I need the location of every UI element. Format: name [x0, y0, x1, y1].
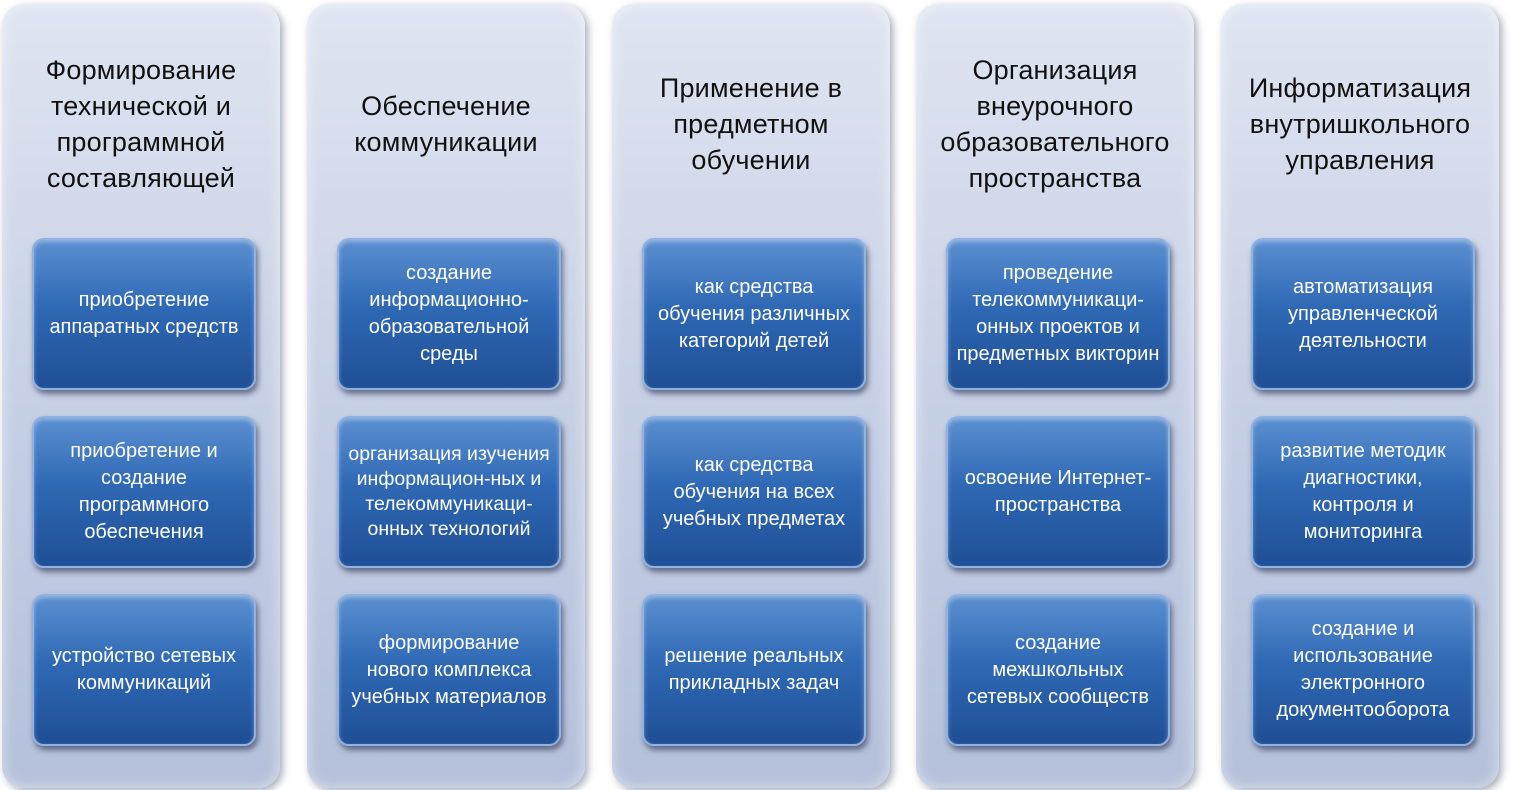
- column-title: Применение в предметном обучении: [659, 73, 843, 175]
- column-school-management: Информатизация внутришкольного управлени…: [1221, 4, 1499, 788]
- column-title: Организация внеурочного образовательного…: [940, 55, 1170, 193]
- column-technical: Формирование технической и программной с…: [2, 4, 280, 788]
- item-card: организация изучения информацион-ных и т…: [337, 416, 561, 568]
- column-title: Информатизация внутришкольного управлени…: [1248, 73, 1472, 175]
- item-card: проведение телекоммуникаци-онных проекто…: [946, 238, 1170, 390]
- column-title: Обеспечение коммуникации: [354, 91, 538, 157]
- item-card: автоматизация управленческой деятельност…: [1251, 238, 1475, 390]
- item-card: развитие методик диагностики, контроля и…: [1251, 416, 1475, 568]
- item-card: приобретение аппаратных средств: [32, 238, 256, 390]
- column-communication: Обеспечение коммуникации создание информ…: [307, 4, 585, 788]
- item-card: как средства обучения на всех учебных пр…: [642, 416, 866, 568]
- item-card: создание информационно-образовательной с…: [337, 238, 561, 390]
- item-card: решение реальных прикладных задач: [642, 594, 866, 746]
- item-card: формирование нового комплекса учебных ма…: [337, 594, 561, 746]
- item-card: освоение Интернет-пространства: [946, 416, 1170, 568]
- column-extracurricular: Организация внеурочного образовательного…: [916, 4, 1194, 788]
- item-card: создание межшкольных сетевых сообществ: [946, 594, 1170, 746]
- item-card: устройство сетевых коммуникаций: [32, 594, 256, 746]
- column-subject-learning: Применение в предметном обучении как сре…: [612, 4, 890, 788]
- column-title: Формирование технической и программной с…: [45, 55, 237, 193]
- item-card: приобретение и создание программного обе…: [32, 416, 256, 568]
- item-card: создание и использование электронного до…: [1251, 594, 1475, 746]
- item-card: как средства обучения различных категори…: [642, 238, 866, 390]
